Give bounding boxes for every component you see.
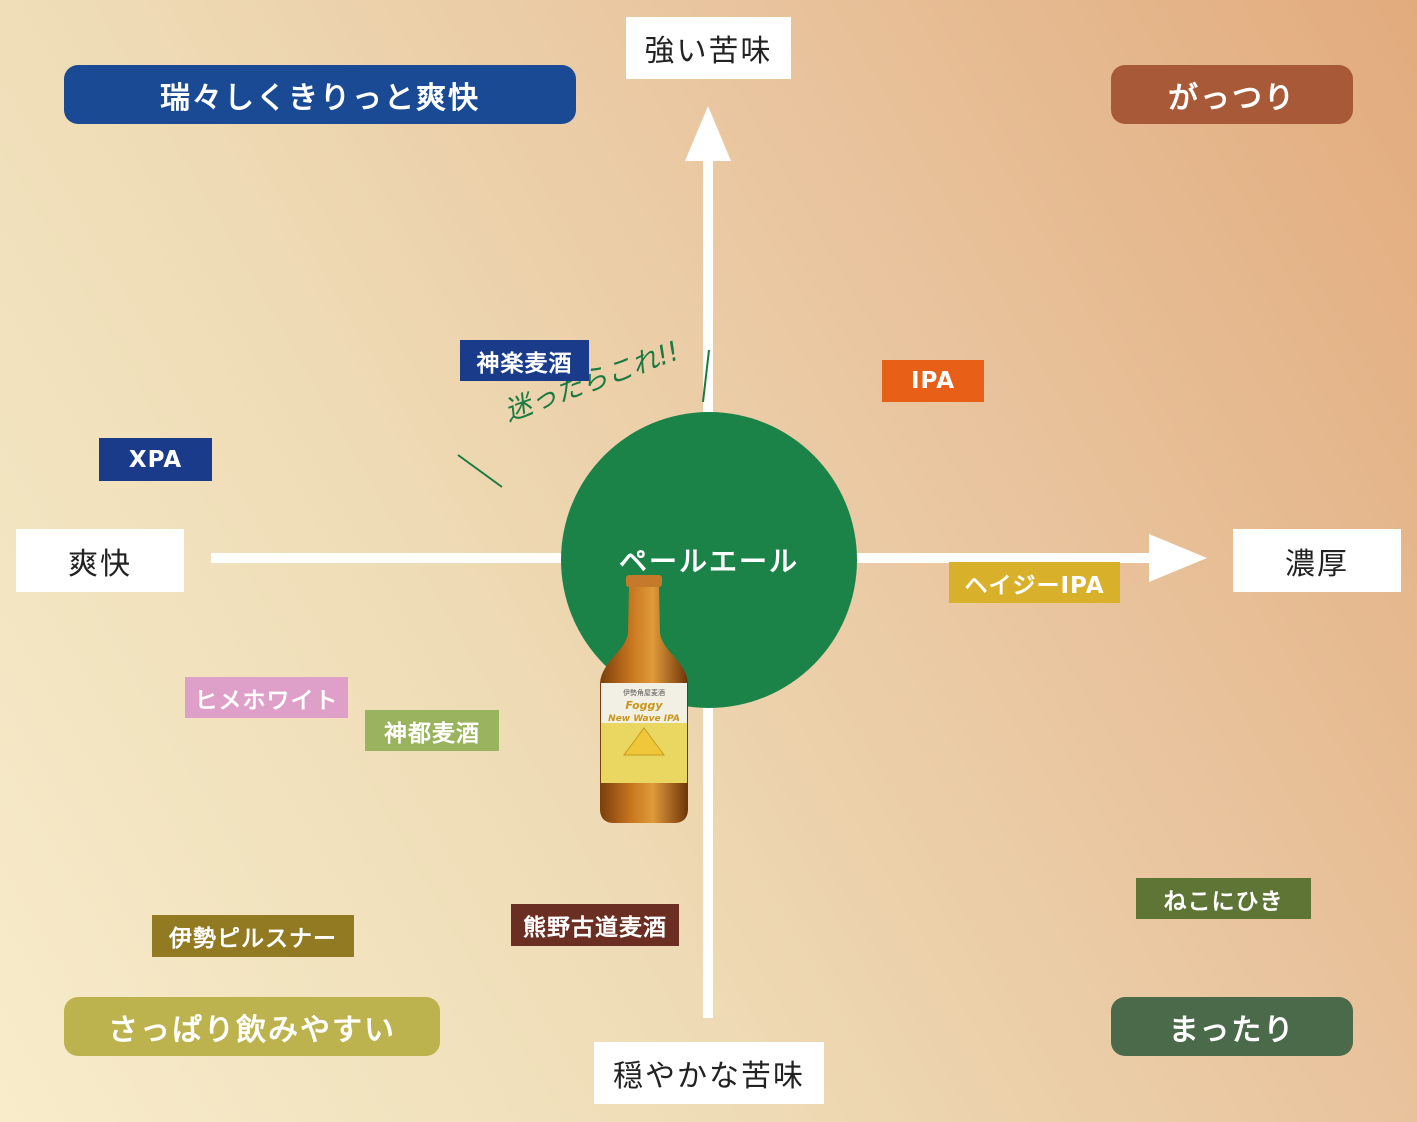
bottle-label-brewery: 伊勢角屋麦酒	[623, 688, 665, 697]
beer-tag-hazy-ipa: ヘイジーIPA	[949, 562, 1120, 603]
axis-label-left: 爽快	[16, 529, 184, 592]
beer-tag-nekonihiki: ねこにひき	[1136, 878, 1311, 919]
bottle-label-emblem	[623, 727, 665, 756]
bottle-cap	[626, 575, 662, 587]
axis-label-bottom: 穏やかな苦味	[594, 1042, 824, 1104]
quadrant-top-right: がっつり	[1111, 65, 1353, 124]
beer-tag-ipa: IPA	[882, 360, 984, 402]
beer-tag-kagura: 神楽麦酒	[460, 340, 589, 381]
quadrant-top-left: 瑞々しくきりっと爽快	[64, 65, 576, 124]
beer-tag-ise-pilsner: 伊勢ピルスナー	[152, 915, 354, 957]
beer-tag-shinto: 神都麦酒	[365, 710, 499, 751]
axis-label-right: 濃厚	[1233, 529, 1401, 592]
note-stroke-right	[702, 349, 710, 403]
center-circle	[561, 412, 857, 708]
bottle-label-product: New Wave IPA	[608, 714, 680, 724]
axis-label-top: 強い苦味	[626, 17, 791, 79]
horizontal-axis-arrowhead	[1149, 534, 1207, 582]
bottle-label-foggy: Foggy	[625, 699, 663, 712]
beer-tag-kumano: 熊野古道麦酒	[511, 904, 679, 946]
vertical-axis-arrowhead	[685, 106, 731, 161]
beer-tag-hime-white: ヒメホワイト	[185, 677, 348, 718]
note-stroke-left	[457, 454, 503, 488]
center-label: ペールエール	[618, 545, 799, 578]
quadrant-bottom-left: さっぱり飲みやすい	[64, 997, 440, 1056]
beer-tag-xpa: XPA	[99, 438, 212, 481]
beer-bottle-image: 伊勢角屋麦酒 Foggy New Wave IPA	[600, 575, 688, 823]
quadrant-bottom-right: まったり	[1111, 997, 1353, 1056]
